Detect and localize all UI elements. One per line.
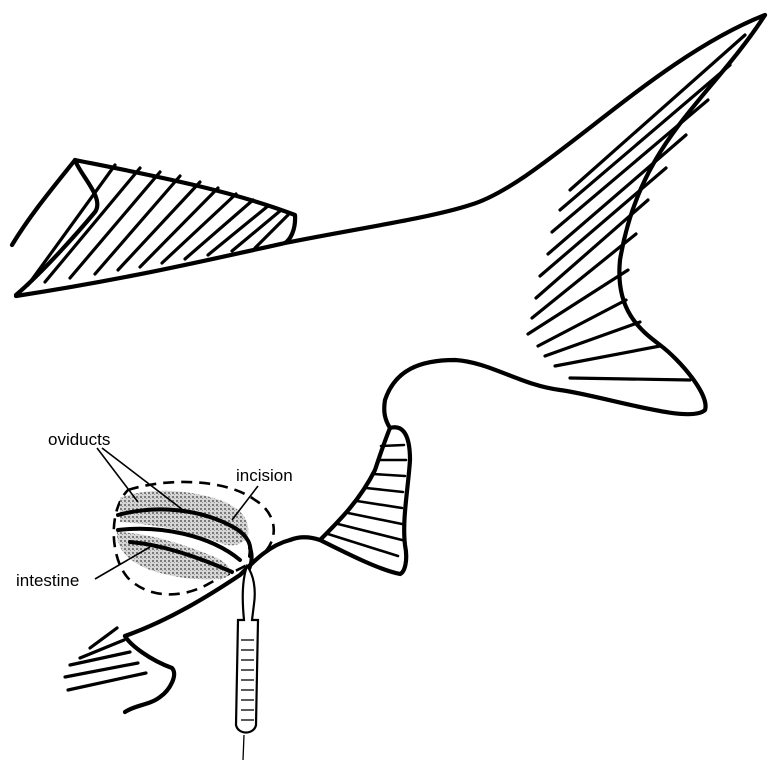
pelvic-fin	[65, 628, 174, 712]
caudal-fin	[384, 15, 765, 428]
oviducts-leader-1	[97, 448, 138, 502]
scalpel-icon	[236, 566, 258, 760]
intestine-label: intestine	[16, 571, 79, 590]
body-outline-top	[16, 15, 765, 296]
dorsal-fin	[12, 160, 295, 295]
anal-fin	[290, 427, 410, 574]
oviducts-label: oviducts	[48, 430, 110, 449]
incision-label: incision	[236, 466, 293, 485]
